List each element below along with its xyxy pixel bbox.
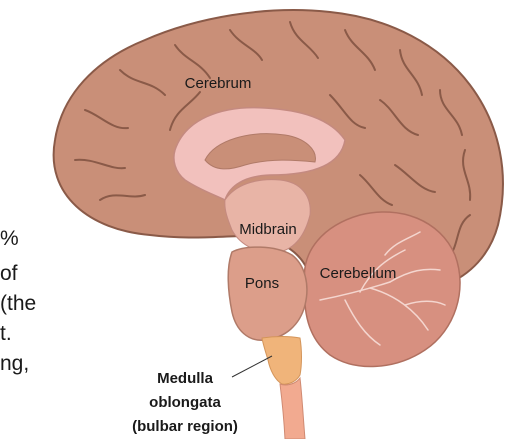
- label-midbrain: Midbrain: [239, 221, 297, 238]
- label-cerebellum: Cerebellum: [320, 265, 397, 282]
- label-medulla-line1: Medulla: [157, 370, 213, 387]
- cerebellum-shape: [304, 212, 460, 367]
- label-cerebrum: Cerebrum: [185, 75, 252, 92]
- spinal-cord: [280, 378, 305, 439]
- medulla-shape: [262, 337, 302, 385]
- pons-shape: [228, 247, 307, 340]
- label-medulla-line2: oblongata: [149, 394, 221, 411]
- midbrain-shape: [225, 180, 310, 253]
- label-pons: Pons: [245, 275, 279, 292]
- medulla-leader-line: [232, 356, 272, 377]
- label-medulla-line3: (bulbar region): [132, 418, 238, 435]
